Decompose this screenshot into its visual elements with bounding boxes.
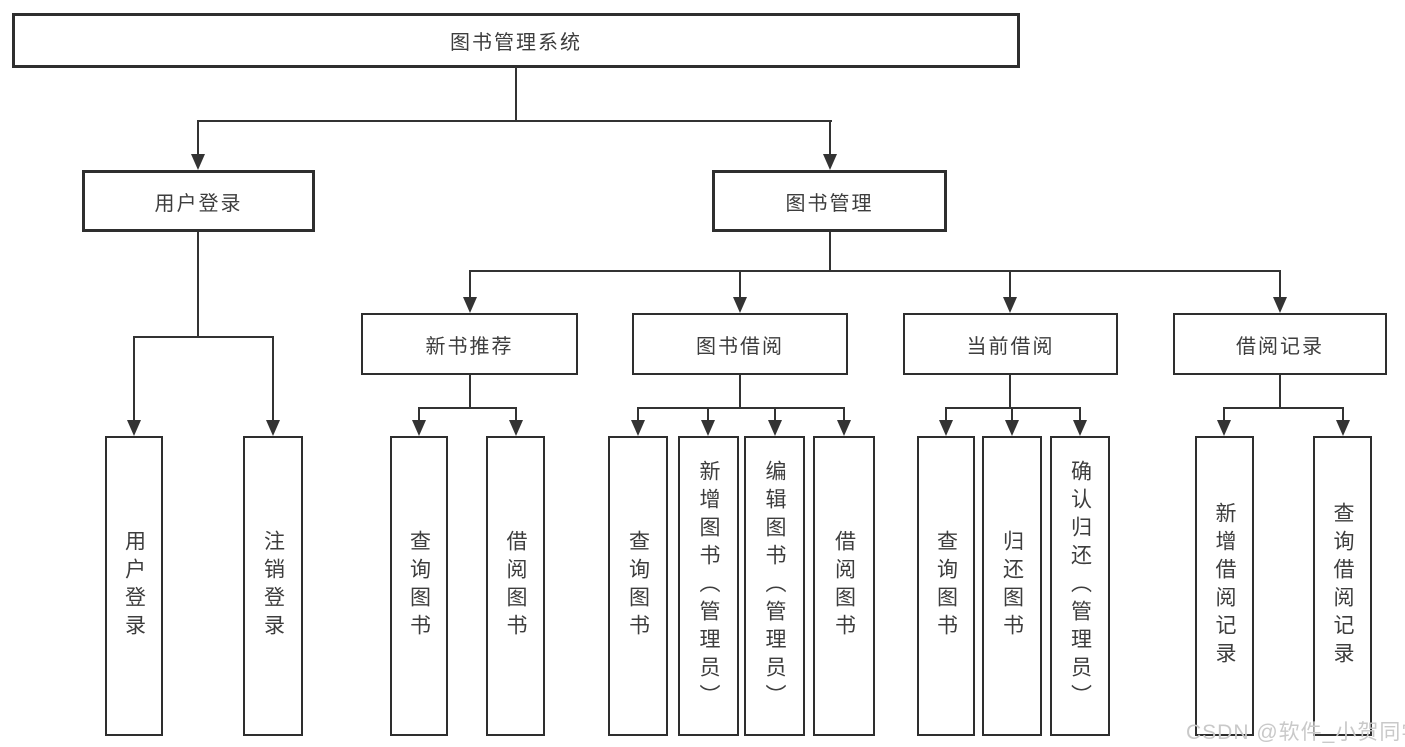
connector-arrow-line <box>272 336 274 420</box>
arrowhead-down-icon <box>939 420 953 436</box>
arrowhead-down-icon <box>1217 420 1231 436</box>
node-label: 新书推荐 <box>425 335 514 358</box>
arrowhead-down-icon <box>127 420 141 436</box>
arrowhead-down-icon <box>837 420 851 436</box>
node-label: 图书管理系统 <box>450 32 582 54</box>
leaf-label: 借阅图书 <box>504 530 527 642</box>
leaf-borrow-books: 借阅图书 <box>813 436 875 736</box>
connector-arrow-line <box>1279 270 1281 297</box>
arrowhead-down-icon <box>1073 420 1087 436</box>
connector-stem <box>1009 375 1011 409</box>
connector-arrow-line <box>739 270 741 297</box>
arrowhead-down-icon <box>1336 420 1350 436</box>
leaf-label: 新增借阅记录 <box>1213 502 1236 670</box>
node-book-management: 图书管理 <box>712 170 947 232</box>
connector-stem <box>469 375 471 409</box>
connector-arrow-line <box>418 407 420 420</box>
connector-stem <box>515 67 517 122</box>
connector-arrow-line <box>945 407 947 420</box>
watermark-text: CSDN @软件_小贺同学 <box>1186 721 1405 744</box>
connector-stem <box>739 375 741 409</box>
node-label: 当前借阅 <box>966 335 1055 358</box>
node-borrow-records: 借阅记录 <box>1173 313 1387 375</box>
connector-arrow-line <box>1223 407 1225 420</box>
connector-arrow-line <box>133 336 135 420</box>
node-label: 借阅记录 <box>1236 335 1324 358</box>
connector-arrow-line <box>843 407 845 420</box>
node-user-login: 用户登录 <box>82 170 315 232</box>
leaf-query-borrow-record: 查询借阅记录 <box>1313 436 1372 736</box>
connector-line <box>1223 407 1344 409</box>
connector-arrow-line <box>1009 270 1011 297</box>
leaf-add-book-admin: 新增图书（管理员） <box>678 436 739 736</box>
connector-stem <box>197 232 199 338</box>
leaf-label: 查询图书 <box>626 530 650 642</box>
leaf-label: 新增图书（管理员） <box>697 460 720 712</box>
leaf-user-login: 用户登录 <box>105 436 163 736</box>
node-library-system: 图书管理系统 <box>12 13 1020 68</box>
leaf-label: 注销登录 <box>261 530 285 642</box>
connector-arrow-line <box>1079 407 1081 420</box>
connector-arrow-line <box>637 407 639 420</box>
arrowhead-down-icon <box>191 154 205 170</box>
arrowhead-down-icon <box>701 420 715 436</box>
connector-arrow-line <box>829 120 831 154</box>
arrowhead-down-icon <box>631 420 645 436</box>
leaf-edit-book-admin: 编辑图书（管理员） <box>744 436 805 736</box>
leaf-label: 用户登录 <box>122 530 146 642</box>
arrowhead-down-icon <box>823 154 837 170</box>
leaf-query-books-current: 查询图书 <box>917 436 975 736</box>
leaf-confirm-return-admin: 确认归还（管理员） <box>1050 436 1110 736</box>
connector-line <box>197 120 832 122</box>
node-label: 图书管理 <box>785 192 874 215</box>
arrowhead-down-icon <box>733 297 747 313</box>
connector-arrow-line <box>469 270 471 297</box>
arrowhead-down-icon <box>1273 297 1287 313</box>
arrowhead-down-icon <box>1005 420 1019 436</box>
arrowhead-down-icon <box>768 420 782 436</box>
connector-arrow-line <box>197 120 199 154</box>
connector-stem <box>1279 375 1281 409</box>
connector-arrow-line <box>1011 407 1013 420</box>
leaf-query-books-borrow: 查询图书 <box>608 436 668 736</box>
leaf-label: 编辑图书（管理员） <box>763 460 786 712</box>
leaf-add-borrow-record: 新增借阅记录 <box>1195 436 1254 736</box>
leaf-borrow-books-recommend: 借阅图书 <box>486 436 545 736</box>
arrowhead-down-icon <box>266 420 280 436</box>
connector-line <box>418 407 517 409</box>
connector-line <box>469 270 1281 272</box>
connector-arrow-line <box>515 407 517 420</box>
connector-line <box>945 407 1081 409</box>
leaf-label: 确认归还（管理员） <box>1068 460 1092 712</box>
node-label: 用户登录 <box>154 192 243 215</box>
leaf-label: 归还图书 <box>1000 530 1024 642</box>
leaf-label: 查询借阅记录 <box>1331 502 1354 670</box>
connector-stem <box>829 232 831 272</box>
node-book-borrow: 图书借阅 <box>632 313 848 375</box>
leaf-label: 查询图书 <box>934 530 958 642</box>
node-label: 图书借阅 <box>696 335 784 358</box>
node-new-book-recommend: 新书推荐 <box>361 313 578 375</box>
connector-line <box>637 407 845 409</box>
connector-arrow-line <box>1342 407 1344 420</box>
connector-arrow-line <box>774 407 776 420</box>
arrowhead-down-icon <box>509 420 523 436</box>
leaf-label: 借阅图书 <box>832 530 856 642</box>
connector-line <box>133 336 274 338</box>
leaf-query-books-recommend: 查询图书 <box>390 436 448 736</box>
leaf-label: 查询图书 <box>407 530 431 642</box>
node-current-borrow: 当前借阅 <box>903 313 1118 375</box>
connector-arrow-line <box>707 407 709 420</box>
arrowhead-down-icon <box>1003 297 1017 313</box>
arrowhead-down-icon <box>412 420 426 436</box>
arrowhead-down-icon <box>463 297 477 313</box>
leaf-return-books: 归还图书 <box>982 436 1042 736</box>
leaf-logout: 注销登录 <box>243 436 303 736</box>
